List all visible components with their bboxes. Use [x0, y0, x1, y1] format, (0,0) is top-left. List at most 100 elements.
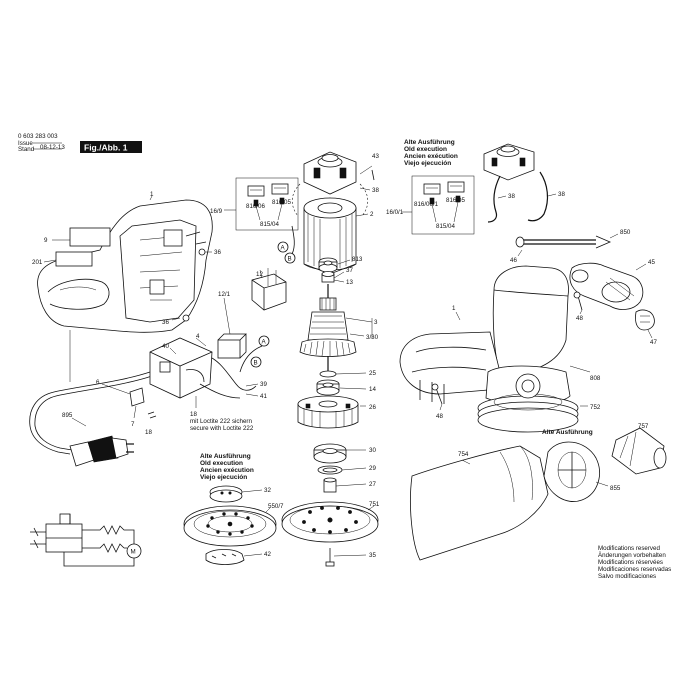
label-16-0-1: 16/0/1: [386, 209, 404, 216]
screw-48-top: [573, 291, 583, 311]
label-30: 30: [369, 447, 376, 454]
svg-text:Modificaciones reservadas: Modificaciones reservadas: [598, 566, 671, 573]
label-816-05-left: 816/05: [272, 199, 291, 206]
capacitor-12: [251, 268, 287, 311]
doc-number: 0 603 283 003: [18, 133, 58, 140]
label-3: 3: [374, 319, 378, 326]
armature-3: [299, 284, 357, 372]
label-38a: 38: [372, 187, 379, 194]
loctite-note-en: secure with Loctite 222: [190, 425, 254, 432]
part-13: [321, 271, 335, 283]
bearing-30: [313, 443, 347, 464]
marker-a-upper: A: [281, 245, 286, 252]
label-850: 850: [620, 229, 631, 236]
svg-text:Modifications reserved: Modifications reserved: [598, 545, 660, 552]
svg-text:Old execution: Old execution: [404, 146, 447, 153]
screw-35: [325, 548, 335, 567]
issue-label: Issue: [18, 140, 33, 147]
label-46: 46: [510, 257, 517, 264]
label-815-04-right: 815/04: [436, 223, 455, 230]
label-752: 752: [590, 404, 601, 411]
label-751: 751: [369, 501, 380, 508]
connector-detail-right: [411, 175, 475, 235]
label-855: 855: [610, 485, 621, 492]
label-6: 6: [96, 379, 100, 386]
loctite-note-de: mit Loctite 222 sichern: [190, 418, 252, 425]
housing-part-1: [37, 199, 213, 333]
fig-label: Fig./Abb. 1: [84, 143, 128, 153]
label-36b: 36: [162, 319, 169, 326]
stator-2: [303, 197, 357, 275]
part-27: [323, 477, 337, 493]
bearing-14: [316, 379, 340, 396]
old-execution-pad-note: Alte Ausführung Old execution Ancien exé…: [200, 453, 254, 481]
label-40: 40: [162, 343, 169, 350]
svg-text:Salvo modificaciones: Salvo modificaciones: [598, 573, 656, 580]
handle-rod-850: [515, 235, 612, 249]
marker-b-lower: B: [254, 360, 258, 367]
bearing-813: [318, 257, 338, 273]
svg-text:Ancien exécution: Ancien exécution: [200, 467, 254, 474]
label-4: 4: [196, 333, 200, 340]
svg-text:Viejo ejecución: Viejo ejecución: [200, 474, 247, 481]
label-47: 47: [650, 339, 657, 346]
label-808: 808: [590, 375, 601, 382]
sanding-pad-old-550: [183, 505, 277, 547]
modifications-note: Modifications reserved Änderungen vorbeh…: [598, 545, 671, 580]
label-201: 201: [32, 259, 43, 266]
label-9: 9: [44, 237, 48, 244]
knob-47: [635, 309, 655, 331]
label-2: 2: [370, 211, 374, 218]
side-handle-45: [569, 262, 644, 310]
label-45: 45: [648, 259, 655, 266]
label-12: 12: [256, 271, 263, 278]
adapter-855: [543, 441, 600, 502]
sanding-pad-751: [281, 501, 379, 543]
svg-text:Alte Ausführung: Alte Ausführung: [404, 139, 455, 146]
svg-text:Modifications réservées: Modifications réservées: [598, 559, 663, 566]
label-550-7: 550/7: [268, 503, 284, 510]
nozzle-757: [611, 427, 667, 475]
washer-25: [319, 370, 337, 378]
switch-assembly: [149, 333, 263, 399]
label-38b: 38: [508, 193, 515, 200]
screw-48-bottom: [431, 383, 443, 405]
svg-text:Alte Ausführung: Alte Ausführung: [542, 429, 593, 436]
label-12-1: 12/1: [218, 291, 231, 298]
label-895: 895: [62, 412, 73, 419]
marker-a-lower: A: [262, 339, 267, 346]
fan-26: [297, 395, 359, 429]
label-39: 39: [260, 381, 267, 388]
label-816-06-left: 816/06: [246, 203, 265, 210]
label-38c: 38: [558, 191, 565, 198]
label-42: 42: [264, 551, 271, 558]
svg-text:Änderungen vorbehalten: Änderungen vorbehalten: [598, 552, 666, 559]
marker-b-upper: B: [288, 256, 292, 263]
sander-assembled-1: [399, 265, 579, 433]
label-7: 7: [131, 421, 135, 428]
ring-29: [317, 465, 343, 475]
svg-text:Ancien exécution: Ancien exécution: [404, 153, 458, 160]
old-execution-bag-note: Alte Ausführung: [542, 429, 593, 436]
brush-holder-top: [303, 151, 357, 195]
connector-detail-left: [235, 177, 299, 231]
label-757: 757: [638, 423, 649, 430]
pad-adapter-32: [209, 485, 243, 503]
fig-label-box: [80, 141, 142, 153]
label-14: 14: [369, 386, 376, 393]
dust-bag-754: [410, 445, 549, 561]
label-37: 37: [346, 267, 353, 274]
label-816-05-right: 816/05: [446, 197, 465, 204]
svg-text:M: M: [131, 549, 136, 556]
wiring-schematic: M: [30, 513, 142, 567]
power-cable: [29, 371, 153, 467]
label-754: 754: [458, 451, 469, 458]
label-48b: 48: [436, 413, 443, 420]
label-813: 813: [352, 256, 363, 263]
label-815-04-left: 815/04: [260, 221, 279, 228]
label-26: 26: [369, 404, 376, 411]
label-1-right: 1: [452, 305, 456, 312]
label-35: 35: [369, 552, 376, 559]
key-42: [205, 549, 245, 565]
